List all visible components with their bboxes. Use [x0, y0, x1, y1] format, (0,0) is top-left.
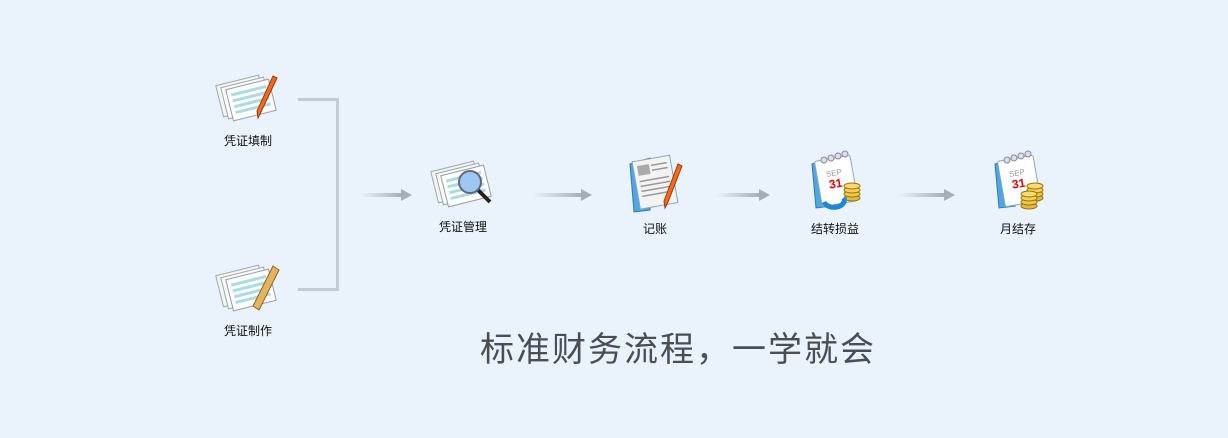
calendar-coins-icon: SEP 31	[994, 150, 1044, 210]
flow-arrow	[533, 189, 592, 201]
voucher-pen-icon	[215, 74, 278, 122]
step-label: 月结存	[999, 222, 1036, 236]
ledger-pen-icon	[629, 154, 683, 213]
voucher-magnifier-icon	[430, 160, 492, 208]
flow-arrow	[898, 189, 955, 201]
calendar-month: SEP	[825, 167, 842, 179]
step-voucher-make[interactable]: 凭证制作	[193, 256, 303, 339]
calendar-coins-transfer-icon: SEP 31	[811, 150, 861, 210]
step-voucher-entry[interactable]: 凭证填制	[193, 66, 303, 149]
connector-vertical	[336, 98, 339, 291]
calendar-day: 31	[828, 176, 844, 192]
step-label: 凭证管理	[438, 220, 487, 234]
step-label: 记账	[642, 222, 667, 236]
slogan: 标准财务流程，一学就会	[480, 330, 876, 370]
step-label: 凭证填制	[223, 134, 272, 148]
step-post-ledger[interactable]: 记账	[600, 152, 710, 237]
step-label: 凭证制作	[223, 324, 272, 338]
connector-bottom	[298, 288, 339, 291]
calendar-day: 31	[1011, 176, 1027, 192]
calendar-month: SEP	[1008, 167, 1025, 179]
flow-arrow	[716, 189, 770, 201]
connector-top	[298, 98, 339, 101]
step-label: 结转损益	[810, 222, 859, 236]
step-voucher-manage[interactable]: 凭证管理	[408, 152, 518, 235]
flow-arrow	[360, 189, 412, 201]
voucher-ruler-icon	[215, 264, 280, 312]
step-carry-forward-pl[interactable]: SEP 31 结转损益	[780, 150, 890, 237]
step-month-end-close[interactable]: SEP 31 月结存	[963, 150, 1073, 237]
